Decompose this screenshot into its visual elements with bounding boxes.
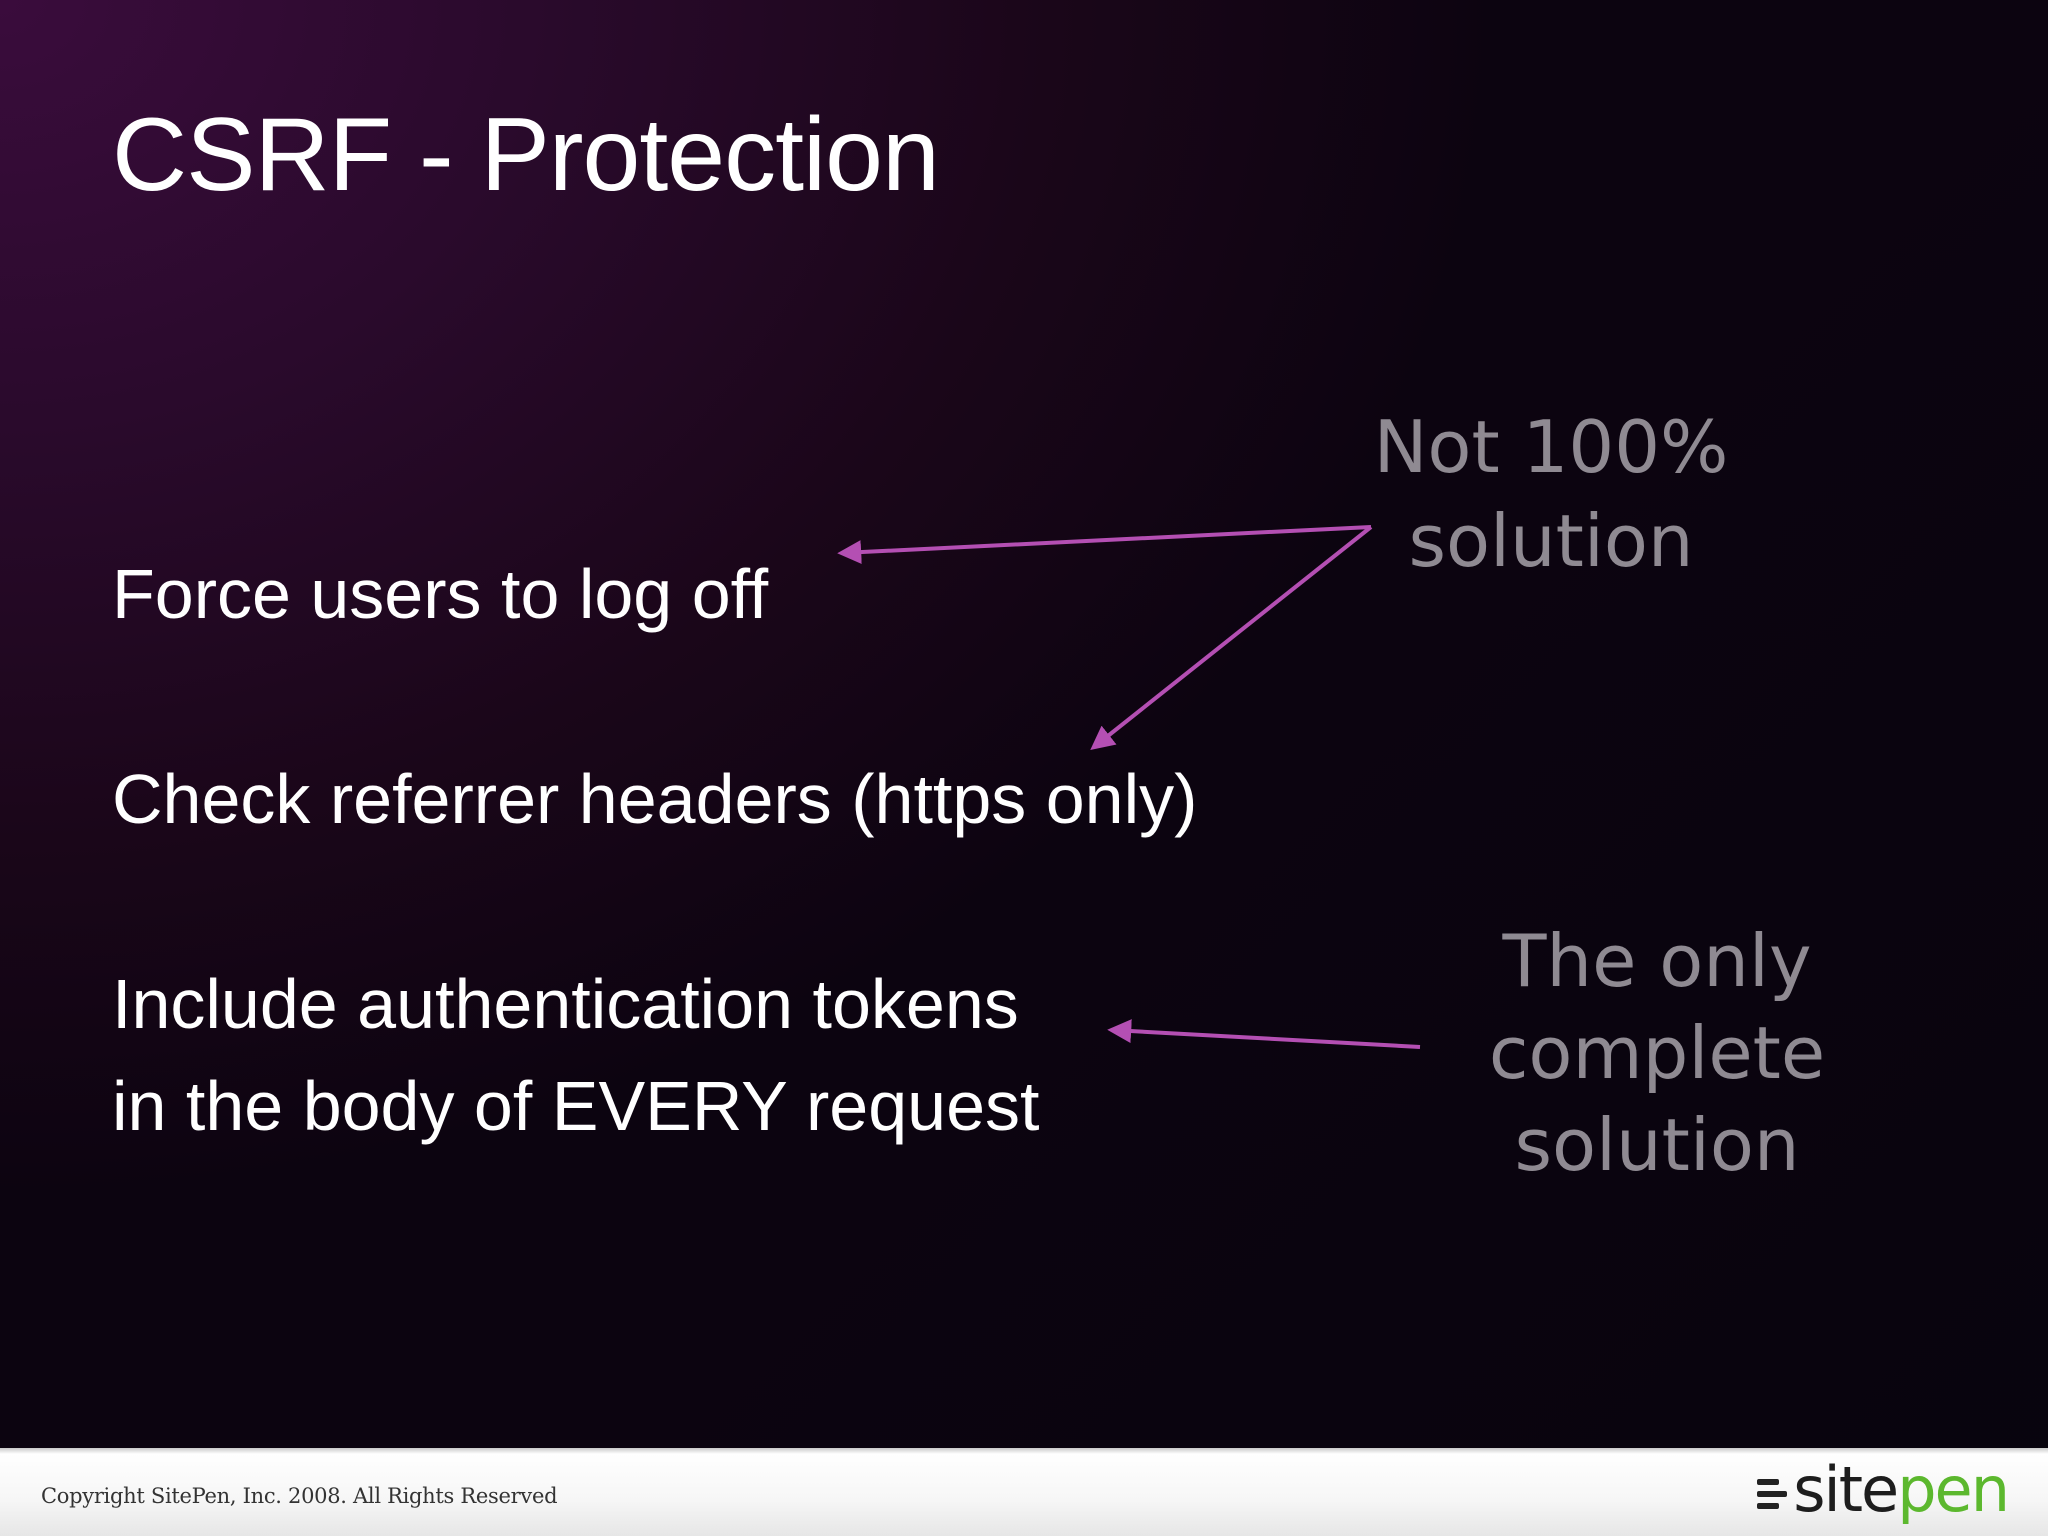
bullet-auth-tokens-line-2: in the body of EVERY request [112,1067,1040,1145]
logo-pen-text: pen [1897,1453,2010,1526]
sitepen-logo: sitepen [1757,1457,2010,1523]
note-only-complete-line-3: solution [1514,1103,1800,1187]
bullet-check-referrer: Check referrer headers (https only) [112,760,1198,838]
logo-wordmark: sitepen [1793,1457,2010,1523]
logo-site-text: site [1793,1453,1899,1526]
logo-mark-icon [1757,1479,1788,1509]
slide-title: CSRF - Protection [112,97,940,213]
arrow-icon [1107,1019,1421,1049]
note-not-complete: Not 100% solution [1351,400,1751,588]
note-only-complete-line-2: complete [1488,1011,1826,1095]
note-not-complete-line-2: solution [1408,499,1694,583]
arrow-icon [1090,525,1373,750]
copyright-text: Copyright SitePen, Inc. 2008. All Rights… [41,1484,558,1508]
annotation-arrows [837,525,1421,1049]
bullet-auth-tokens: Include authentication tokens in the bod… [112,953,1039,1157]
footer-bar [0,1448,2048,1536]
arrow-icon [837,525,1372,565]
bullet-auth-tokens-line-1: Include authentication tokens [112,965,1019,1043]
slide-canvas: CSRF - Protection Force users to log off… [0,0,2048,1448]
note-only-complete-line-1: The only [1502,919,1812,1003]
note-not-complete-line-1: Not 100% [1373,405,1729,489]
note-only-complete: The only complete solution [1442,915,1872,1191]
bullet-force-logoff: Force users to log off [112,555,769,633]
